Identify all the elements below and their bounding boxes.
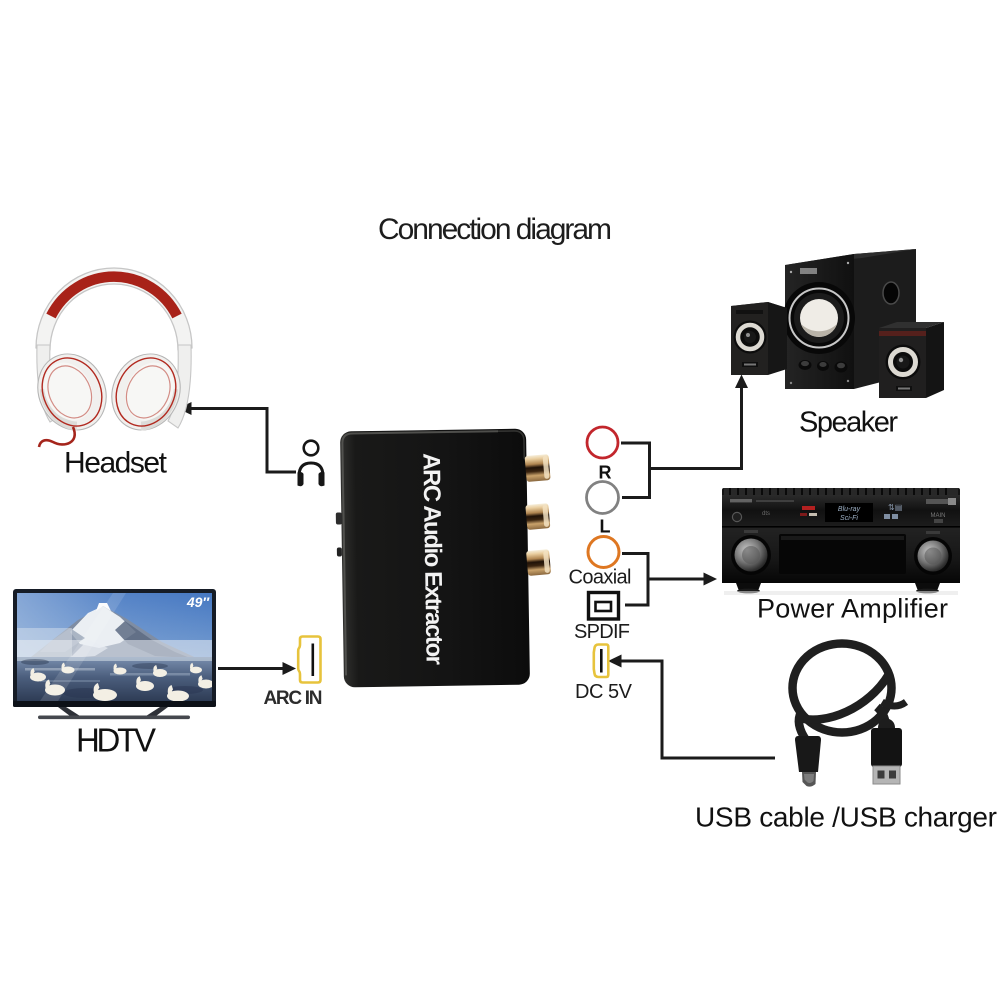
svg-text:Sci-Fi: Sci-Fi xyxy=(840,515,858,522)
svg-text:Headset: Headset xyxy=(64,447,168,480)
svg-text:Power Amplifier: Power Amplifier xyxy=(757,594,948,624)
svg-text:HDTV: HDTV xyxy=(76,722,156,759)
svg-text:Blu-ray: Blu-ray xyxy=(838,506,861,513)
svg-text:Coaxial: Coaxial xyxy=(569,567,632,589)
svg-text:R: R xyxy=(599,463,612,483)
svg-text:USB cable /USB charger: USB cable /USB charger xyxy=(695,802,997,833)
svg-text:ARC IN: ARC IN xyxy=(264,688,323,709)
svg-text:DC 5V: DC 5V xyxy=(575,681,633,703)
svg-text:SPDIF: SPDIF xyxy=(574,621,630,643)
svg-text:ARC Audio Extractor: ARC Audio Extractor xyxy=(417,453,447,665)
svg-text:L: L xyxy=(600,517,611,537)
svg-text:⇅▤: ⇅▤ xyxy=(888,503,902,512)
svg-text:Speaker: Speaker xyxy=(799,407,898,439)
svg-text:MAIN: MAIN xyxy=(931,513,946,519)
svg-text:49″: 49″ xyxy=(186,594,211,610)
svg-text:dts: dts xyxy=(762,511,770,517)
svg-text:Connection diagram: Connection diagram xyxy=(378,213,612,246)
